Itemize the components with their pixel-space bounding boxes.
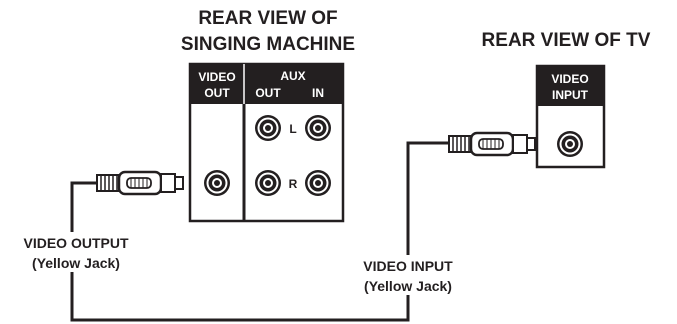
- aux-in-header: IN: [312, 86, 324, 100]
- video-output-label-line1: VIDEO OUTPUT: [23, 235, 128, 251]
- video-input-label-line1: VIDEO INPUT: [363, 258, 453, 274]
- tv-title: REAR VIEW OF TV: [482, 30, 651, 51]
- aux-out-header: OUT: [255, 86, 281, 100]
- aux-in-right-jack: [305, 170, 331, 196]
- video-out-header-line1: VIDEO: [198, 70, 235, 84]
- output-label-bg: [4, 232, 152, 272]
- machine-panel: VIDEO OUT AUX OUT IN L R: [188, 62, 345, 223]
- aux-header: AUX: [280, 69, 305, 83]
- video-cable: [70, 141, 449, 322]
- tv-video-input-jack: [557, 131, 583, 157]
- video-out-header-line2: OUT: [204, 86, 230, 100]
- tv-panel: VIDEO INPUT: [535, 64, 606, 169]
- input-label-bg: [346, 255, 470, 295]
- aux-out-left-jack: [255, 115, 281, 141]
- machine-title-line1: REAR VIEW OF: [198, 8, 337, 29]
- video-output-plug: [95, 170, 185, 196]
- aux-out-right-jack: [255, 170, 281, 196]
- tv-video-input-header-line2: INPUT: [552, 88, 589, 102]
- aux-in-left-jack: [305, 115, 331, 141]
- video-output-label-line2: (Yellow Jack): [32, 255, 120, 271]
- left-channel-marker: L: [289, 122, 296, 136]
- video-out-jack: [204, 170, 230, 196]
- video-input-label-line2: (Yellow Jack): [364, 278, 452, 294]
- machine-title-line2: SINGING MACHINE: [181, 34, 355, 55]
- right-channel-marker: R: [289, 177, 298, 191]
- video-input-plug: [447, 131, 537, 157]
- tv-video-input-header-line1: VIDEO: [551, 72, 588, 86]
